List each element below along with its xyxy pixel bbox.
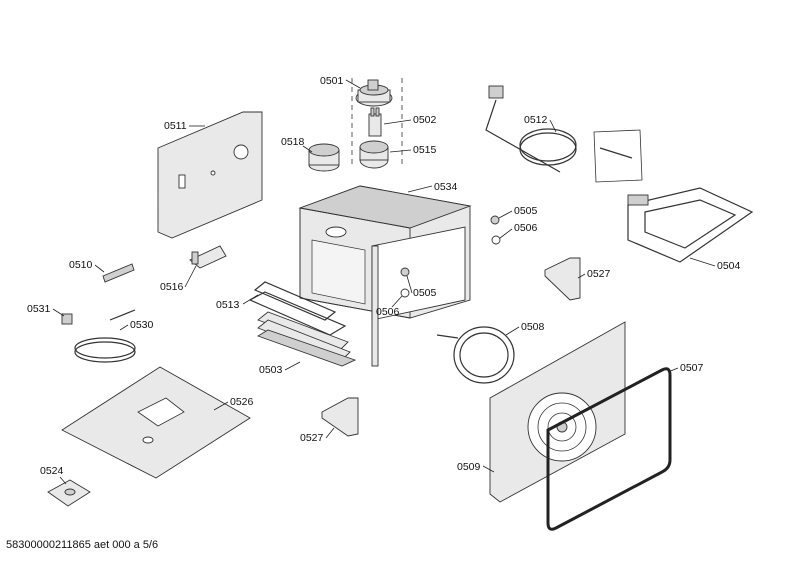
callout-0515[interactable]: 0515 <box>389 144 437 156</box>
callout-0531[interactable]: 0531 <box>27 303 65 317</box>
part-0504-grill-element <box>627 187 754 263</box>
svg-text:0502: 0502 <box>413 114 437 126</box>
part-0527-bracket-upper <box>544 257 581 301</box>
part-0505-0506-pair-upper <box>490 215 501 245</box>
diagram-footer-id: 58300000211865 aet 000 a 5/6 <box>6 539 159 551</box>
part-0512-sensor <box>485 85 643 183</box>
svg-text:0510: 0510 <box>69 259 93 271</box>
svg-text:0518: 0518 <box>281 136 305 148</box>
callout-0505-lower[interactable]: 0505 <box>406 275 437 299</box>
callout-0512[interactable]: 0512 <box>524 114 557 133</box>
svg-text:0515: 0515 <box>413 144 437 156</box>
svg-text:0512: 0512 <box>524 114 548 126</box>
svg-text:0527: 0527 <box>300 432 324 444</box>
svg-text:0531: 0531 <box>27 303 51 315</box>
callout-0501[interactable]: 0501 <box>320 75 361 89</box>
part-0524-block <box>47 479 91 507</box>
callout-0526[interactable]: 0526 <box>213 396 254 411</box>
part-0505-0506-pair-lower <box>400 267 410 298</box>
callout-0516[interactable]: 0516 <box>160 265 197 293</box>
part-0513-heater <box>248 281 347 336</box>
svg-text:0513: 0513 <box>216 299 240 311</box>
callout-0530[interactable]: 0530 <box>119 319 154 331</box>
svg-text:0506: 0506 <box>514 222 538 234</box>
svg-text:0527: 0527 <box>587 268 611 280</box>
part-0508-ring-element <box>436 326 515 384</box>
svg-text:0506: 0506 <box>376 306 400 318</box>
oven-cavity <box>298 185 472 367</box>
svg-text:0530: 0530 <box>130 319 154 331</box>
callout-0527-lower[interactable]: 0527 <box>300 427 335 444</box>
svg-text:0505: 0505 <box>514 205 538 217</box>
callout-0510[interactable]: 0510 <box>69 259 105 273</box>
part-0509-rear-wall <box>489 321 626 503</box>
svg-text:0503: 0503 <box>259 364 283 376</box>
svg-text:0526: 0526 <box>230 396 254 408</box>
part-0511-panel <box>157 111 263 239</box>
callout-0503[interactable]: 0503 <box>259 361 301 376</box>
callout-0507[interactable]: 0507 <box>667 362 704 374</box>
callout-0524[interactable]: 0524 <box>40 465 67 485</box>
callout-0506-lower[interactable]: 0506 <box>376 295 403 318</box>
callout-0527-upper[interactable]: 0527 <box>577 268 611 280</box>
callout-0505-upper[interactable]: 0505 <box>498 205 538 219</box>
part-0518 <box>308 143 340 172</box>
part-0501-0502-0515-group <box>351 78 403 169</box>
part-0510-terminal-block <box>102 263 135 283</box>
svg-text:0509: 0509 <box>457 461 481 473</box>
callout-0504[interactable]: 0504 <box>689 257 741 272</box>
part-0530-cable <box>74 309 136 363</box>
callout-0534[interactable]: 0534 <box>407 181 458 193</box>
part-0527-bracket-lower <box>321 397 359 437</box>
svg-text:0507: 0507 <box>680 362 704 374</box>
part-0507-gasket <box>546 367 672 531</box>
callout-0502[interactable]: 0502 <box>383 114 437 126</box>
svg-text:0504: 0504 <box>717 260 741 272</box>
part-0526-sheet <box>61 366 251 479</box>
callout-0506-upper[interactable]: 0506 <box>499 222 538 239</box>
svg-text:0511: 0511 <box>164 120 187 132</box>
callout-0513[interactable]: 0513 <box>216 294 259 311</box>
svg-text:0524: 0524 <box>40 465 64 477</box>
callout-0509[interactable]: 0509 <box>457 461 495 473</box>
svg-text:0501: 0501 <box>320 75 344 87</box>
part-0503-tray <box>256 311 357 367</box>
callout-0511[interactable]: 0511 <box>164 120 205 132</box>
svg-text:0505: 0505 <box>413 287 437 299</box>
svg-text:0516: 0516 <box>160 281 184 293</box>
svg-text:0508: 0508 <box>521 321 545 333</box>
callout-0508[interactable]: 0508 <box>505 321 545 336</box>
part-0516-bracket <box>189 245 227 269</box>
callout-0518[interactable]: 0518 <box>281 136 313 153</box>
svg-text:0534: 0534 <box>434 181 458 193</box>
part-0531-connector <box>61 313 73 325</box>
